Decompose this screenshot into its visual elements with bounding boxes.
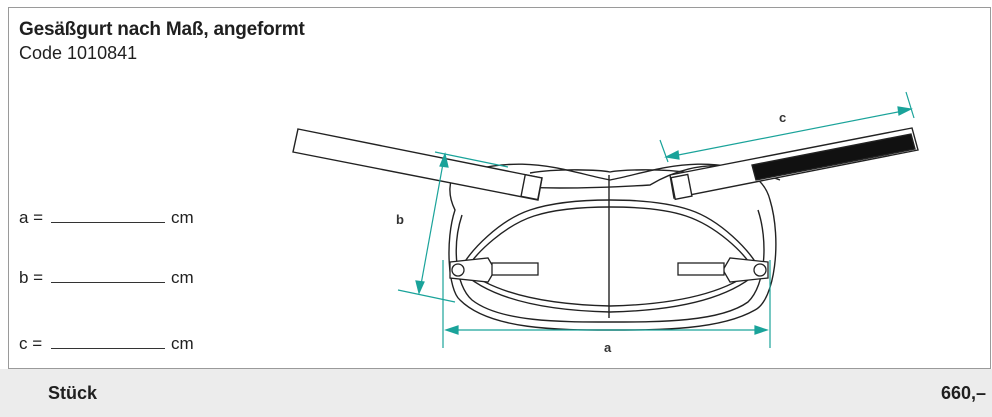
price-footer: Stück 660,–	[0, 369, 992, 417]
product-code: Code 1010841	[19, 43, 138, 63]
product-panel	[8, 7, 991, 369]
right-buckle	[677, 257, 769, 283]
measurement-b-unit: cm	[171, 268, 194, 287]
measurement-c-input-line[interactable]	[51, 334, 165, 349]
product-title: Gesäßgurt nach Maß, angeformt	[19, 19, 305, 40]
measurement-a: a = cm	[19, 208, 194, 228]
price-value: 660,–	[940, 383, 986, 403]
measurement-b: b = cm	[19, 268, 194, 288]
measurement-a-label: a =	[19, 208, 44, 227]
left-buckle	[449, 257, 539, 283]
measurement-b-label: b =	[19, 268, 44, 287]
dimension-label-b: b	[396, 212, 404, 227]
dimension-lines	[397, 91, 915, 348]
item-label: Stück	[48, 383, 98, 403]
measurement-c-unit: cm	[171, 334, 194, 353]
measurement-b-input-line[interactable]	[51, 268, 165, 283]
dimension-label-c: c	[779, 110, 786, 125]
right-strap	[669, 127, 919, 201]
measurement-a-input-line[interactable]	[51, 208, 165, 223]
dimension-label-a: a	[604, 340, 612, 355]
left-strap	[292, 128, 543, 201]
measurement-c-label: c =	[19, 334, 43, 353]
pelvic-pad	[439, 163, 781, 331]
measurement-a-unit: cm	[171, 208, 194, 227]
measurement-c: c = cm	[19, 334, 194, 354]
